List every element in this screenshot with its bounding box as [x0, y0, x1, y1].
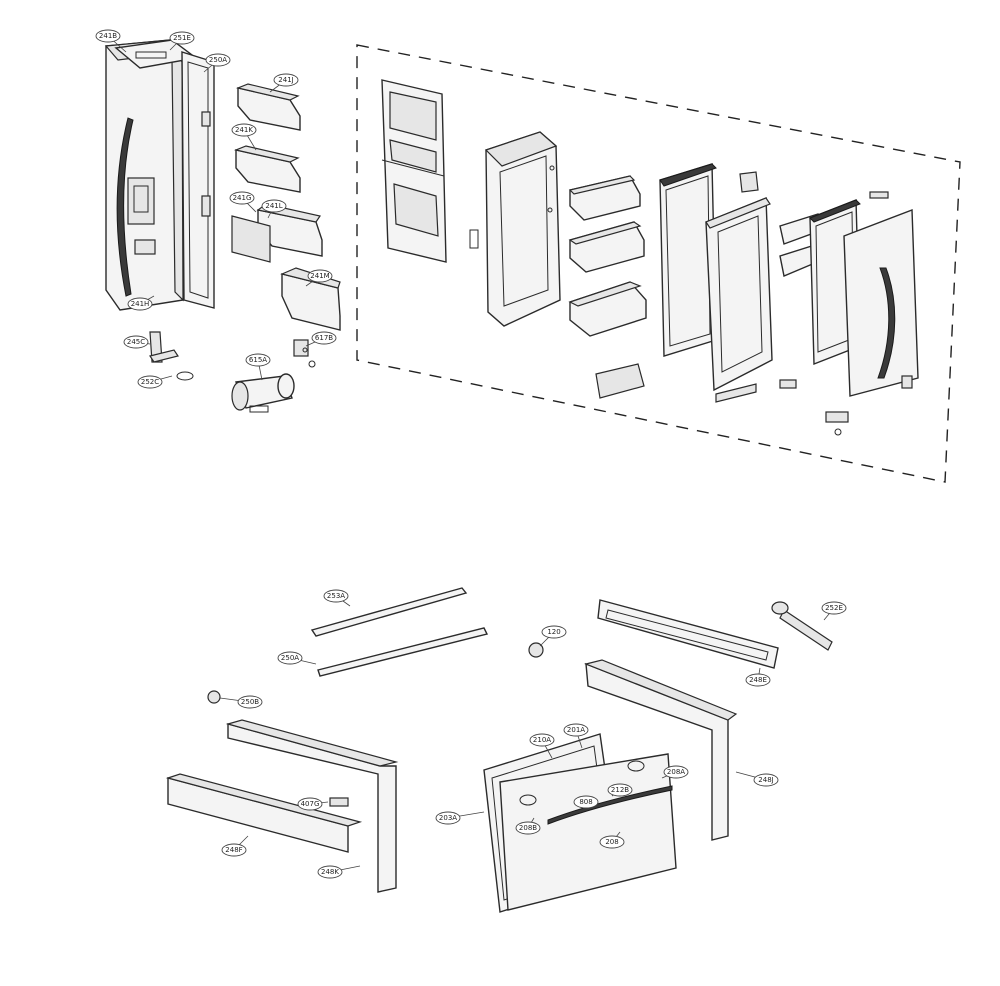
callout-212b: 212B	[607, 783, 633, 797]
callout-label: 210A	[533, 736, 551, 744]
callout-245c: 245C	[123, 335, 151, 349]
callout-label: 250A	[281, 654, 299, 662]
callout-label: 248E	[749, 676, 767, 684]
callout-617b: 617B	[305, 331, 337, 347]
callout-201a: 201A	[563, 723, 589, 749]
callout-label: 248J	[758, 776, 773, 784]
callout-210a: 210A	[529, 733, 555, 759]
callout-241j: 241J	[269, 73, 299, 93]
drawer-frame-right	[584, 659, 738, 841]
outer-door-panel	[843, 191, 919, 397]
callout-253a: 253A	[323, 589, 351, 607]
motor-part	[231, 373, 295, 413]
callout-label: 245C	[127, 338, 145, 346]
drawer-frame-left	[225, 719, 399, 893]
callout-248e: 248E	[745, 667, 771, 687]
callout-248f: 248F	[221, 835, 249, 857]
door-bins	[231, 83, 341, 331]
callout-615a: 615A	[245, 353, 271, 381]
callout-label: 808	[579, 798, 592, 806]
sub-assembly-boundary	[356, 44, 961, 483]
callout-208a: 208A	[661, 765, 689, 779]
callout-label: 407G	[301, 800, 320, 808]
callout-label: 241K	[235, 126, 253, 134]
callout-label: 201A	[567, 726, 585, 734]
inner-door-liner	[469, 131, 561, 327]
callout-248k: 248K	[317, 865, 361, 879]
callout-label: 241M	[310, 272, 329, 280]
callout-label: 615A	[249, 356, 267, 364]
small-roller	[207, 642, 544, 704]
callout-label: 208B	[519, 824, 537, 832]
callout-208b: 208B	[515, 817, 541, 835]
callout-label: 250A	[209, 56, 227, 64]
callout-label: 208	[605, 838, 618, 846]
callout-label: 253A	[327, 592, 345, 600]
callout-252c: 252C	[137, 375, 173, 389]
callout-241l: 241L	[261, 199, 287, 219]
callout-241b-tl: 241B	[95, 29, 127, 53]
callout-label: 617B	[315, 334, 333, 342]
callout-label: 248F	[225, 846, 242, 854]
screw-pack	[329, 797, 349, 807]
callout-label: 241L	[265, 202, 282, 210]
callout-252e: 252E	[821, 601, 847, 621]
rails	[310, 587, 489, 677]
callout-label: 250B	[241, 698, 259, 706]
liner-bins	[568, 175, 647, 399]
callout-208: 208	[599, 831, 625, 849]
door-gasket	[181, 51, 215, 309]
callout-label: 203A	[439, 814, 457, 822]
callout-241h: 241H	[127, 295, 155, 311]
drawer-rail-lower	[165, 773, 363, 853]
callout-label: 241J	[278, 76, 293, 84]
small-brackets	[149, 331, 316, 381]
main-door-assembly	[104, 39, 190, 311]
callout-250b: 250B	[219, 695, 263, 709]
callout-241k: 241K	[231, 123, 257, 151]
hinge-hardware	[779, 375, 913, 436]
callout-label: 208A	[667, 768, 685, 776]
callout-250a: 250A	[277, 651, 317, 665]
callout-label: 120	[547, 628, 560, 636]
callout-label: 251E	[173, 34, 191, 42]
callout-248j: 248J	[735, 771, 779, 787]
callout-label: 252C	[141, 378, 159, 386]
wrench-tool	[771, 601, 833, 651]
callout-203a: 203A	[435, 811, 485, 825]
inner-door-frame	[705, 171, 773, 392]
callout-120: 120	[539, 625, 567, 647]
callout-241g: 241G	[229, 191, 257, 213]
callout-250a-top: 250A	[203, 53, 231, 73]
callout-407g: 407G	[297, 797, 329, 811]
callout-label: 241G	[233, 194, 252, 202]
slide-rail-upper	[597, 599, 779, 669]
callout-label: 212B	[611, 786, 629, 794]
callout-label: 241H	[131, 300, 150, 308]
callout-label: 248K	[321, 868, 339, 876]
callout-241m: 241M	[305, 269, 333, 287]
drawer-front	[499, 753, 677, 911]
callout-label: 252E	[825, 604, 843, 612]
callout-label: 241B	[99, 32, 117, 40]
callout-808: 808	[573, 795, 599, 809]
door-panel-front	[381, 79, 447, 263]
callout-251e: 251E	[169, 31, 195, 51]
